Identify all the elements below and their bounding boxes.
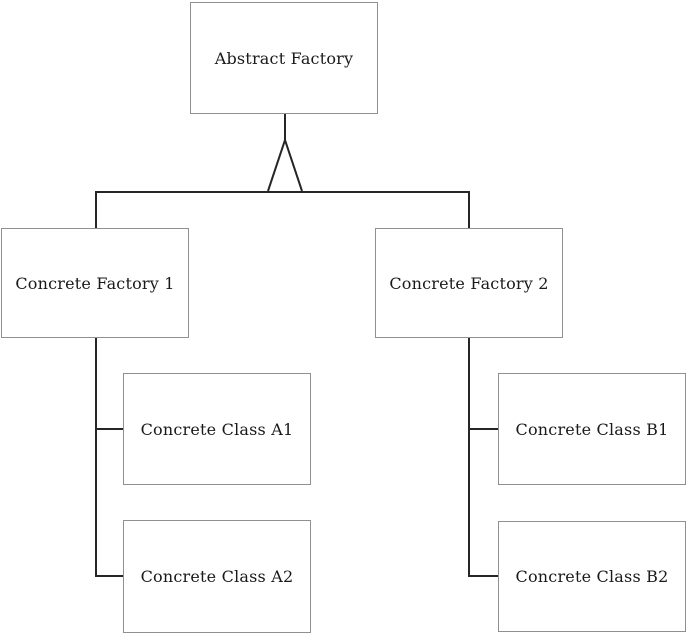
- node-concrete-factory-2: Concrete Factory 2: [375, 228, 563, 338]
- node-label-concrete-class-b1: Concrete Class B1: [515, 419, 669, 439]
- node-label-concrete-factory-2: Concrete Factory 2: [389, 273, 549, 293]
- node-label-concrete-factory-1: Concrete Factory 1: [15, 273, 175, 293]
- inheritance-triangle-icon: [267, 136, 303, 192]
- edge-factory2-classes: [468, 337, 498, 577]
- node-concrete-factory-1: Concrete Factory 1: [1, 228, 189, 338]
- edge-spine-factory2: [468, 337, 498, 577]
- node-label-concrete-class-a2: Concrete Class A2: [140, 567, 294, 586]
- node-abstract-factory: Abstract Factory: [190, 2, 378, 114]
- node-concrete-class-b2: Concrete Class B2: [498, 521, 686, 632]
- edge-spine-factory1: [95, 337, 123, 577]
- edge-generalization: [95, 114, 470, 229]
- node-concrete-class-a2: Concrete Class A2: [123, 520, 311, 633]
- node-label-concrete-class-b2: Concrete Class B2: [515, 567, 669, 586]
- node-label-concrete-class-a1: Concrete Class A1: [140, 419, 294, 439]
- node-concrete-class-b1: Concrete Class B1: [498, 373, 686, 485]
- node-label-abstract-factory: Abstract Factory: [214, 48, 354, 68]
- edge-factory1-classes: [95, 337, 123, 577]
- node-concrete-class-a1: Concrete Class A1: [123, 373, 311, 485]
